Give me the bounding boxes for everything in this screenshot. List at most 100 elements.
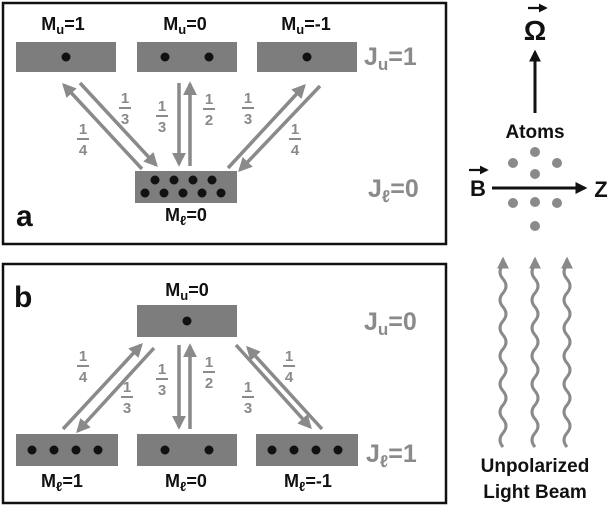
atom-dot (508, 198, 518, 208)
panel-b-lower-j-label: Jℓ=1 (366, 440, 417, 471)
panel-b-fraction-6: 1 4 (283, 348, 295, 386)
svg-text:1: 1 (244, 90, 252, 107)
population-dot (188, 175, 198, 185)
population-dot (140, 188, 150, 198)
z-axis-label: Z (594, 177, 607, 202)
panel-b: b Mu=0 Ju=0 Mℓ=1 Mℓ=0 Mℓ=-1 Jℓ=1 (1, 262, 448, 505)
panel-a: Mu=1 Mu=0 Mu=-1 Ju=1 Mℓ=0 Jℓ=0 a (1, 1, 448, 246)
population-dot (182, 316, 192, 326)
transition-arrow-down (76, 346, 156, 434)
panel-a-lower-j-label: Jℓ=0 (368, 175, 419, 206)
panel-a-upper-j-label: Ju=1 (364, 43, 417, 74)
svg-text:4: 4 (79, 142, 88, 159)
svg-text:1: 1 (121, 90, 129, 107)
svg-text:1: 1 (79, 348, 87, 365)
svg-text:1: 1 (205, 354, 213, 371)
panel-b-lower-label-2: Mℓ=0 (165, 471, 207, 494)
population-dot (49, 445, 59, 455)
population-dot (311, 445, 321, 455)
panel-b-upper-label: Mu=0 (165, 280, 208, 303)
omega-label: Ω (524, 15, 546, 46)
light-wave-icon (529, 256, 541, 448)
b-field-label: B (470, 176, 486, 201)
panel-b-lower-label-3: Mℓ=-1 (284, 471, 332, 494)
population-dot (178, 188, 188, 198)
panel-a-fraction-3: 1 3 (156, 98, 168, 136)
atom-dot (530, 147, 540, 157)
atoms-label: Atoms (505, 122, 564, 143)
svg-text:2: 2 (205, 112, 213, 129)
panel-a-level-lower (135, 171, 237, 203)
transition-arrow-up (61, 342, 143, 431)
beam-label-line1: Unpolarized (481, 456, 590, 477)
population-dot (289, 445, 299, 455)
population-dot (267, 445, 277, 455)
svg-text:1: 1 (285, 348, 293, 365)
svg-text:4: 4 (291, 142, 300, 159)
panel-a-tag: a (16, 200, 33, 233)
atom-dot (552, 158, 562, 168)
svg-text:3: 3 (158, 382, 166, 399)
panel-a-fraction-2: 1 3 (119, 90, 131, 128)
population-dot (169, 175, 179, 185)
population-dot (150, 175, 160, 185)
panel-a-upper-label-3: Mu=-1 (281, 14, 330, 37)
svg-text:3: 3 (244, 111, 252, 128)
panel-b-tag: b (14, 281, 32, 314)
svg-text:1: 1 (123, 379, 131, 396)
svg-text:4: 4 (285, 369, 294, 386)
population-dot (61, 52, 71, 62)
svg-text:1: 1 (158, 361, 166, 378)
svg-text:2: 2 (205, 375, 213, 392)
population-dot (160, 52, 170, 62)
panel-b-frame (1, 262, 448, 505)
svg-text:1: 1 (244, 379, 252, 396)
transition-arrow-up (246, 345, 324, 431)
population-dot (204, 445, 214, 455)
transition-arrow-up (226, 83, 306, 170)
light-wave-icon (497, 256, 509, 448)
atom-dot (552, 198, 562, 208)
atoms-geometry: Ω Atoms B Z Unpolarized Light Beam (469, 3, 608, 503)
atom-dot (530, 221, 540, 231)
panel-a-fraction-4: 1 2 (203, 91, 215, 129)
atom-dot (530, 197, 540, 207)
panel-b-upper-j-label: Ju=0 (364, 308, 417, 339)
panel-b-fraction-2: 1 3 (121, 379, 133, 417)
svg-text:1: 1 (158, 98, 166, 115)
beam-label-line2: Light Beam (483, 482, 586, 503)
population-dot (159, 188, 169, 198)
panel-a-fraction-5: 1 3 (242, 90, 254, 128)
svg-text:1: 1 (291, 121, 299, 138)
panel-a-lower-label: Mℓ=0 (165, 205, 207, 228)
panel-b-lower-label-1: Mℓ=1 (41, 471, 83, 494)
panel-a-upper-label-2: Mu=0 (163, 14, 206, 37)
population-dot (333, 445, 343, 455)
svg-text:1: 1 (205, 91, 213, 108)
transition-arrow-up (62, 82, 144, 171)
atom-dot (508, 158, 518, 168)
panel-a-fraction-6: 1 4 (289, 121, 301, 159)
svg-text:4: 4 (79, 369, 88, 386)
population-dot (302, 52, 312, 62)
population-dot (27, 445, 37, 455)
panel-a-fraction-1: 1 4 (77, 121, 89, 159)
population-dot (216, 188, 226, 198)
panel-b-fraction-3: 1 3 (156, 361, 168, 399)
svg-text:3: 3 (123, 400, 131, 417)
population-dot (71, 445, 81, 455)
panel-a-frame (1, 1, 448, 246)
light-wave-icon (561, 256, 573, 448)
svg-text:1: 1 (79, 121, 87, 138)
transition-arrow-down (238, 84, 322, 173)
transition-arrow-down (78, 81, 158, 168)
panel-b-fraction-1: 1 4 (77, 348, 89, 386)
population-dot (204, 52, 214, 62)
panel-a-upper-label-1: Mu=1 (41, 14, 84, 37)
svg-text:3: 3 (158, 119, 166, 136)
panel-a-level-upper-2 (137, 42, 237, 72)
population-dot (197, 188, 207, 198)
panel-b-fraction-4: 1 2 (203, 354, 215, 392)
svg-text:3: 3 (244, 400, 252, 417)
